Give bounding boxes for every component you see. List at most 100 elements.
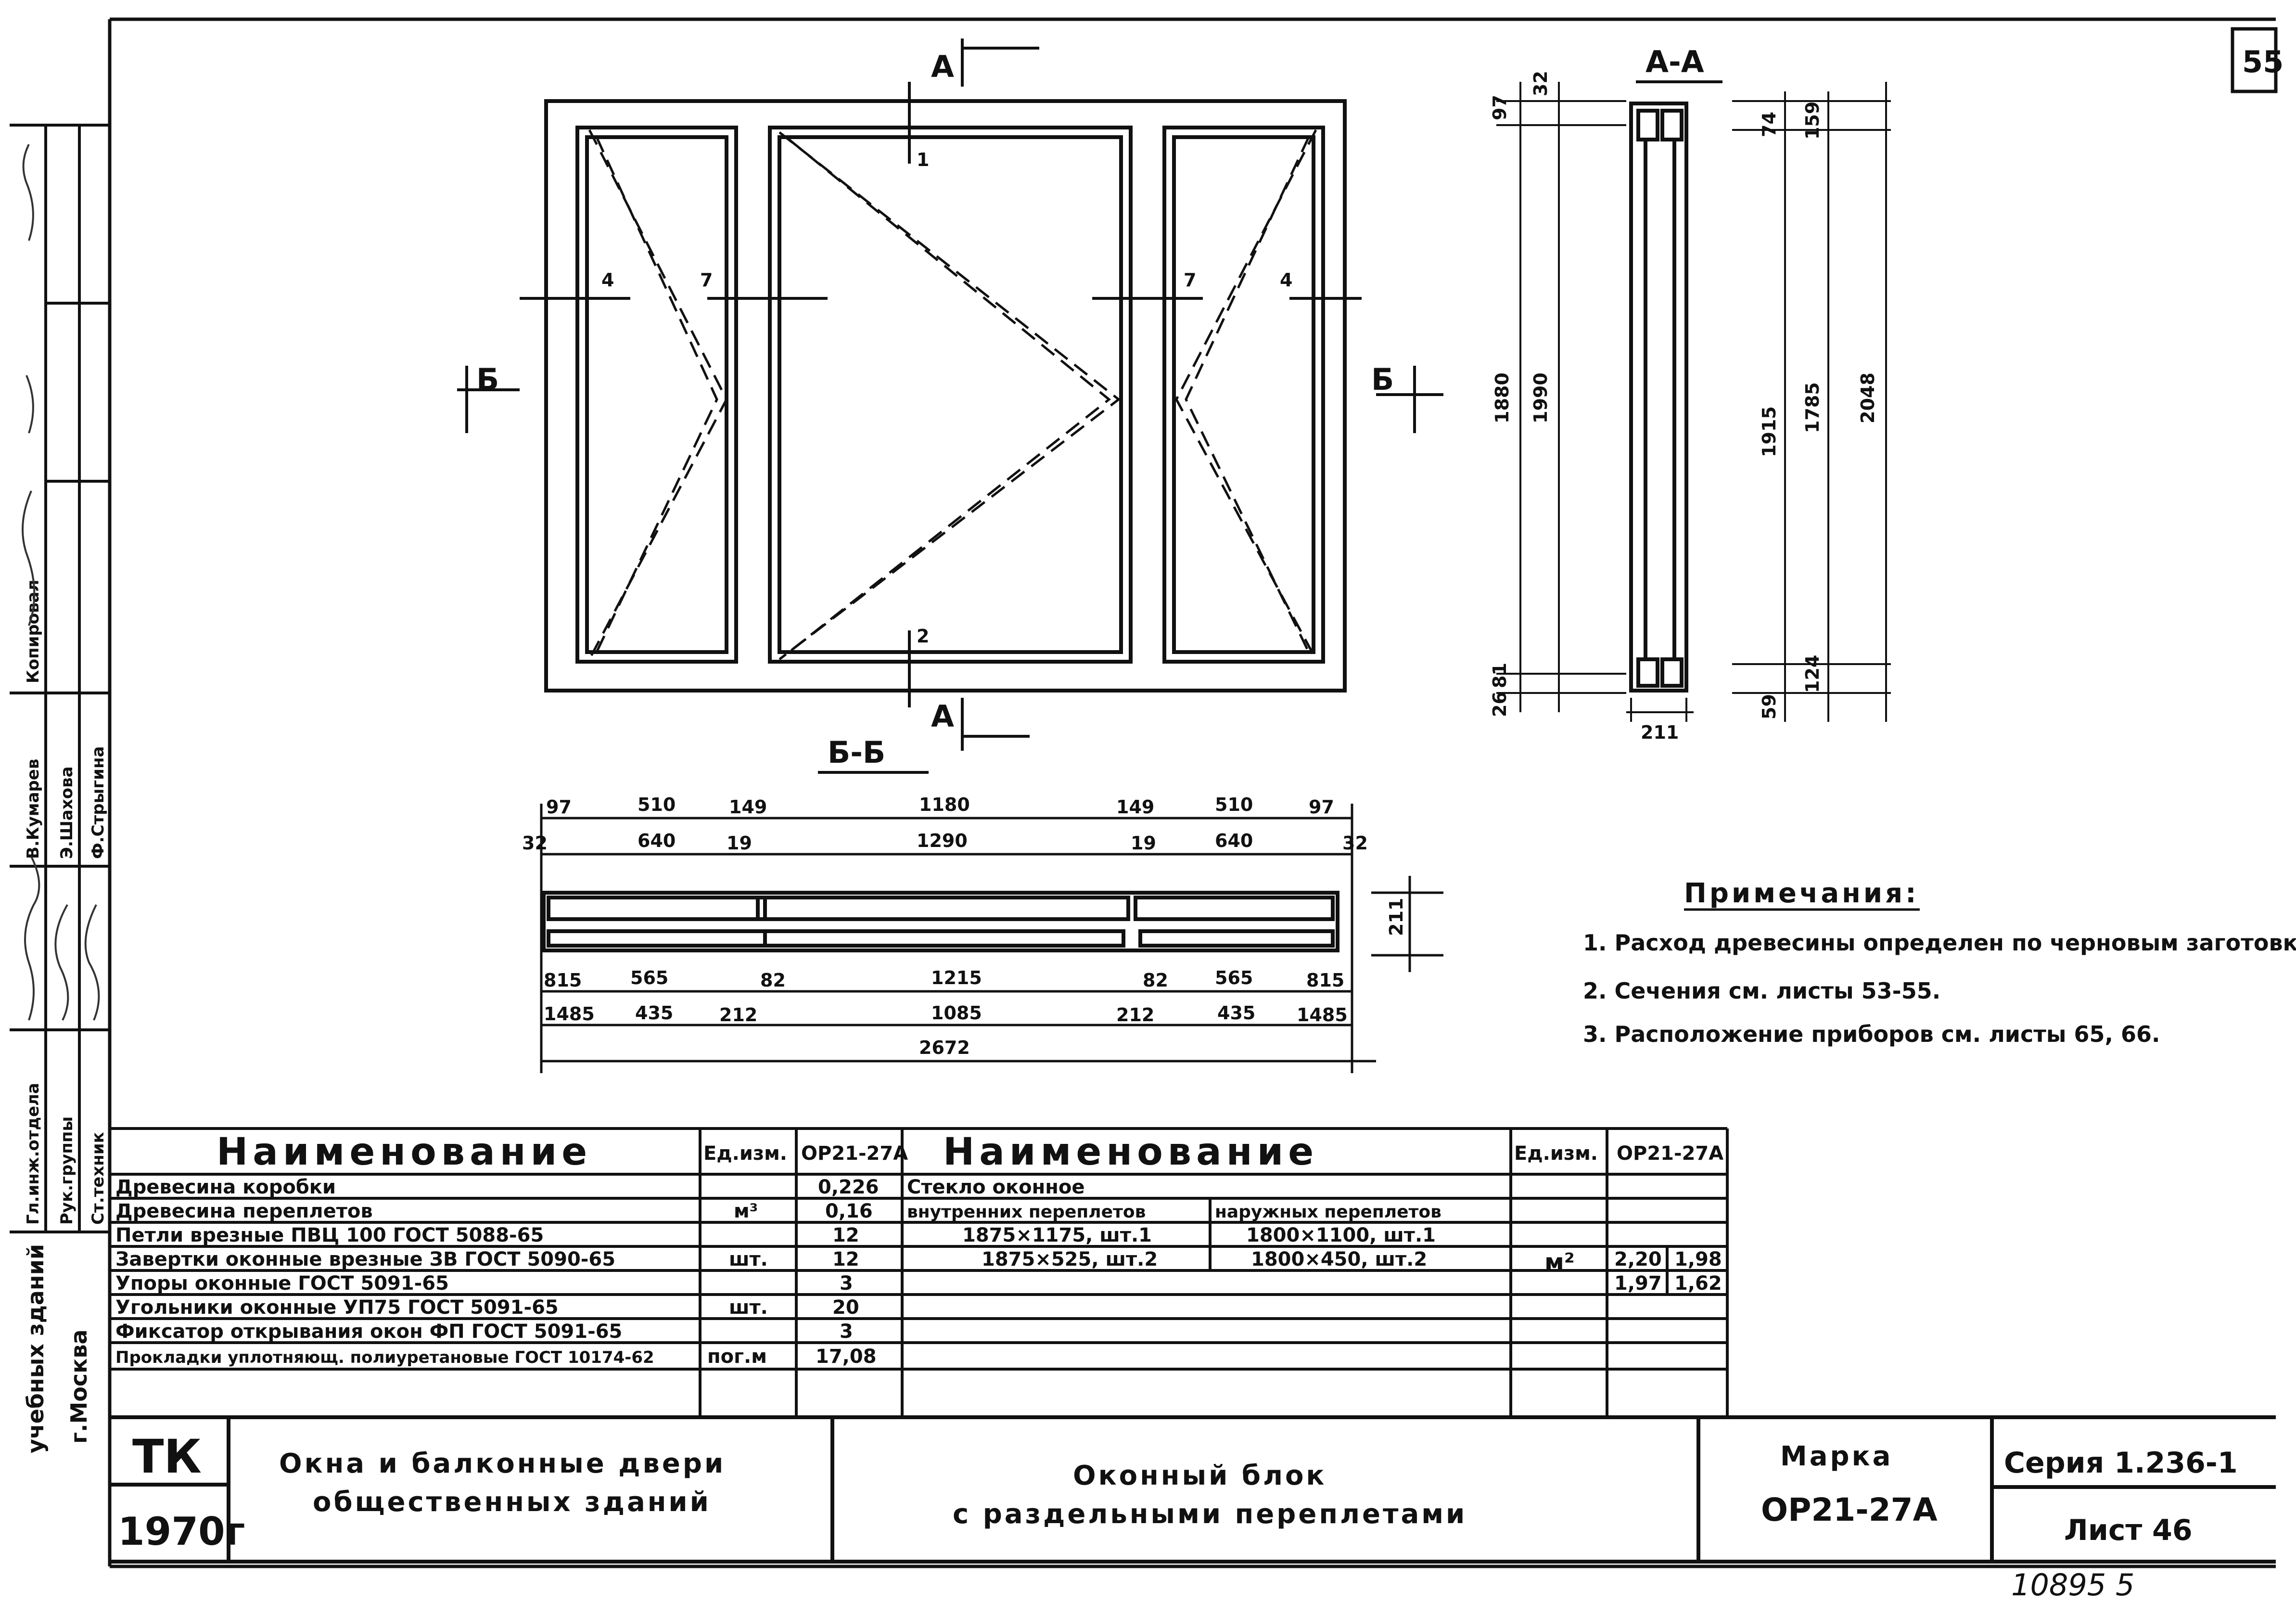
bb-r1-4: 149 (1116, 796, 1154, 818)
spec-right-hdr-unit: Ед.изм. (1514, 1142, 1598, 1165)
spec-row-value: 12 (832, 1248, 859, 1270)
aa-dim-1785: 1785 (1802, 382, 1823, 433)
spec-row-value: 0,226 (818, 1176, 879, 1198)
bb-r4-4: 212 (1116, 1004, 1154, 1026)
cut-a-bottom: А (931, 699, 954, 734)
spec-row-name: Завертки оконные врезные ЗВ ГОСТ 5090-65 (115, 1248, 615, 1270)
footer-code: 10895 5 (2011, 1567, 2134, 1603)
cut-a-top: А (931, 49, 954, 84)
callout-1: 1 (917, 149, 929, 170)
bb-r2-0: 32 (522, 833, 548, 854)
bb-r4-0: 1485 (544, 1003, 595, 1025)
spec-left-hdr-unit: Ед.изм. (703, 1142, 787, 1165)
bb-r1-2: 149 (729, 796, 767, 818)
bb-r4-5: 435 (1217, 1002, 1255, 1024)
series-label: Серия 1.236-1 (2004, 1446, 2238, 1480)
spec-right-hdr-mark: ОР21-27А (1617, 1142, 1723, 1165)
glass-val-1b: 1,98 (1674, 1248, 1722, 1270)
glass-val-2b: 1,62 (1674, 1272, 1722, 1295)
glass-val-1a: 2,20 (1614, 1248, 1662, 1270)
item-line-2: с раздельными переплетами (953, 1499, 1467, 1530)
project-line-1: Окна и балконные двери (279, 1448, 726, 1479)
glass-unit: м² (1544, 1248, 1575, 1276)
section-bb-profile (542, 891, 1339, 952)
spec-row-name: Прокладки уплотняющ. полиуретановые ГОСТ… (115, 1348, 654, 1367)
bb-r2-2: 19 (727, 833, 752, 854)
aa-dim-211: 211 (1641, 722, 1679, 743)
org-line-1: учебных зданий (23, 1244, 49, 1453)
spec-row-value: 0,16 (825, 1200, 873, 1222)
callout-7-right: 7 (1184, 269, 1196, 291)
aa-dim-74: 74 (1759, 112, 1780, 137)
stamp-copy-label: Копировал (24, 579, 43, 683)
inner-size-2: 1875×525, шт.2 (982, 1248, 1158, 1270)
notes-title: Примечания: (1684, 878, 1919, 909)
bb-side: 211 (1386, 898, 1407, 936)
bb-r2-5: 640 (1215, 830, 1253, 851)
spec-row-name: Древесина коробки (115, 1176, 336, 1198)
project-line-2: общественных зданий (313, 1487, 711, 1518)
spec-left-hdr-name: Наименование (217, 1130, 592, 1174)
org-line-2: г.Москва (66, 1329, 92, 1444)
bb-r3-3: 1215 (931, 967, 982, 988)
section-bb-title: Б-Б (828, 735, 885, 770)
spec-row-unit: шт. (729, 1296, 768, 1319)
outer-title: наружных переплетов (1215, 1202, 1441, 1222)
item-line-1: Оконный блок (1073, 1460, 1327, 1491)
stamp-role-2: Рук.группы (57, 1116, 77, 1225)
bb-total: 2672 (919, 1037, 970, 1058)
stamp-name-1: В.Кумарев (24, 759, 43, 859)
spec-row-name: Петли врезные ПВЦ 100 ГОСТ 5088-65 (115, 1224, 544, 1246)
bb-r1-1: 510 (638, 794, 676, 815)
bb-r1-3: 1180 (919, 794, 970, 815)
callout-7-left: 7 (700, 269, 713, 291)
spec-row-name: Древесина переплетов (115, 1200, 373, 1222)
stamp-name-2: Э.Шахова (57, 766, 77, 859)
mark-label: Марка (1780, 1441, 1893, 1472)
org-code: ТК (132, 1430, 202, 1484)
bb-r1-5: 510 (1215, 794, 1253, 815)
bb-r3-4: 82 (1143, 970, 1168, 991)
bb-r1-6: 97 (1309, 796, 1334, 818)
inner-size-1: 1875×1175, шт.1 (962, 1224, 1152, 1246)
spec-right-hdr-name: Наименование (943, 1130, 1318, 1174)
sheet-corner-number: 55 (2242, 44, 2283, 79)
stamp-role-3: Ст.техник (89, 1132, 108, 1225)
bb-r2-6: 32 (1342, 833, 1368, 854)
callout-2: 2 (917, 626, 929, 647)
spec-row-name: Упоры оконные ГОСТ 5091-65 (115, 1272, 449, 1295)
title-block-grid (110, 1415, 2276, 1564)
glass-val-2a: 1,97 (1614, 1272, 1662, 1295)
bb-r3-6: 815 (1306, 970, 1344, 991)
aa-dim-81: 81 (1489, 663, 1510, 688)
bb-r4-3: 1085 (931, 1002, 982, 1024)
aa-dim-159: 159 (1802, 102, 1823, 140)
section-aa-profile (1629, 102, 1688, 692)
note-2: 2. Сечения см. листы 53-55. (1583, 978, 1940, 1004)
note-1: 1. Расход древесины определен по черновы… (1583, 930, 2296, 956)
left-stamp-grid (10, 124, 110, 1233)
opening-lines (588, 129, 1317, 660)
aa-dim-1990: 1990 (1530, 372, 1551, 423)
aa-dim-2048: 2048 (1857, 372, 1878, 423)
section-aa-title: А-А (1645, 44, 1704, 79)
aa-dim-26: 26 (1489, 692, 1510, 717)
outer-size-1: 1800×1100, шт.1 (1246, 1224, 1436, 1246)
bb-r4-6: 1485 (1297, 1004, 1348, 1026)
spec-row-value: 20 (832, 1296, 859, 1319)
cut-b-left: Б (476, 362, 499, 397)
signature-marks (22, 144, 100, 1021)
spec-row-unit: м³ (734, 1200, 758, 1222)
outer-size-2: 1800×450, шт.2 (1251, 1248, 1427, 1270)
bb-r3-1: 565 (630, 967, 668, 988)
spec-row-value: 3 (840, 1321, 853, 1343)
bb-r2-3: 1290 (917, 830, 968, 851)
bb-r4-2: 212 (719, 1004, 757, 1026)
spec-row-value: 12 (832, 1224, 859, 1246)
cut-b-right: Б (1371, 362, 1394, 397)
stamp-role-1: Гл.инж.отдела (24, 1083, 43, 1225)
bb-r2-1: 640 (638, 830, 676, 851)
window-elevation (544, 99, 1347, 692)
spec-row-value: 3 (840, 1272, 853, 1295)
